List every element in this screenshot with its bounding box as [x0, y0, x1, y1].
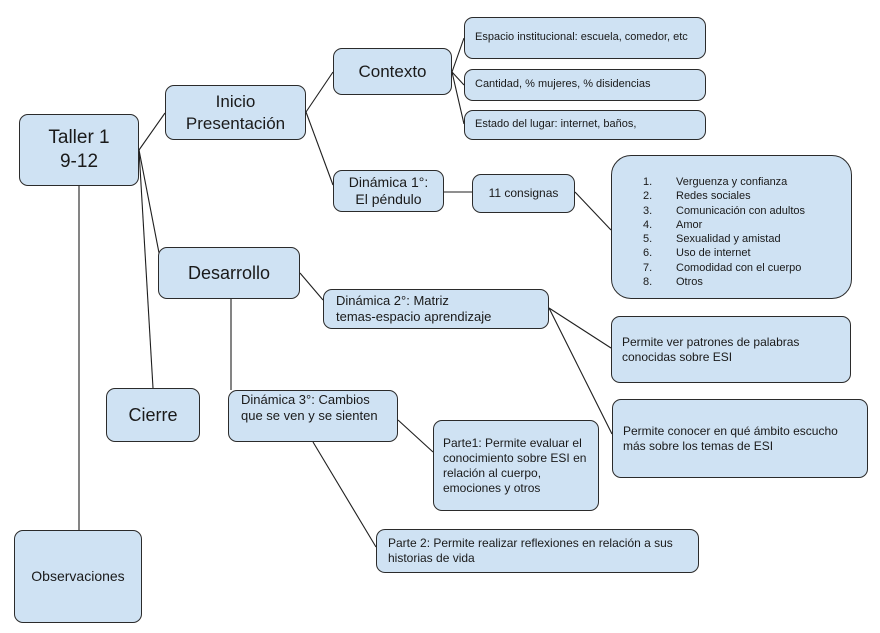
consigna-number: 2. [643, 190, 653, 203]
node-inicio[interactable]: Inicio Presentación [165, 85, 306, 140]
consigna-number: 5. [643, 233, 653, 246]
consigna-number: 8. [643, 276, 653, 289]
consigna-item: 3. Comunicación con adultos [643, 204, 851, 218]
link-consignas-list [574, 191, 612, 231]
link-dinamica2-ambito [548, 307, 613, 435]
node-contexto[interactable]: Contexto [333, 48, 452, 95]
link-taller-desarrollo [138, 149, 161, 259]
node-taller[interactable]: Taller 1 9-12 [19, 114, 139, 186]
consigna-number: 6. [643, 247, 653, 260]
node-parte-2-label: Parte 2: Permite realizar reflexiones en… [388, 536, 673, 565]
consigna-number: 1. [643, 176, 653, 188]
consigna-text: Otros [676, 276, 703, 289]
node-11-consignas[interactable]: 11 consignas [472, 174, 575, 213]
consigna-text: Comodidad con el cuerpo [676, 261, 802, 274]
consigna-item: 8. Otros [643, 275, 851, 289]
consigna-number: 4. [643, 218, 653, 231]
link-dinamica2-patrones [548, 307, 612, 349]
node-espacio-institucional[interactable]: Espacio institucional: escuela, comedor,… [464, 17, 706, 59]
node-dinamica-1[interactable]: Dinámica 1°: El péndulo [333, 170, 444, 212]
consigna-item: 1. Verguenza y confianza [643, 175, 851, 189]
consigna-number: 3. [643, 204, 653, 217]
link-taller-inicio [138, 112, 166, 151]
consigna-item: 4. Amor [643, 218, 851, 232]
consigna-text: Comunicación con adultos [676, 204, 806, 217]
node-ambito-esi[interactable]: Permite conocer en qué ámbito escucho má… [612, 399, 868, 478]
consigna-text: Sexualidad y amistad [676, 233, 781, 246]
node-dinamica-2[interactable]: Dinámica 2°: Matriz temas-espacio aprend… [323, 289, 549, 329]
consigna-item: 5. Sexualidad y amistad [643, 232, 851, 246]
node-dinamica-2-label: Dinámica 2°: Matriz temas-espacio aprend… [336, 292, 492, 324]
node-parte-1[interactable]: Parte1: Permite evaluar el conocimiento … [433, 420, 599, 511]
node-estado-lugar[interactable]: Estado del lugar: internet, baños, [464, 110, 706, 140]
node-observaciones-label: Observaciones [31, 567, 125, 584]
node-observaciones[interactable]: Observaciones [14, 530, 142, 623]
node-cantidad-label: Cantidad, % mujeres, % disidencias [475, 78, 651, 91]
node-ambito-esi-label: Permite conocer en qué ámbito escucho má… [623, 423, 838, 453]
node-cantidad[interactable]: Cantidad, % mujeres, % disidencias [464, 69, 706, 101]
node-dinamica-3-label: Dinámica 3°: Cambios que se ven y se sie… [241, 392, 378, 423]
node-desarrollo-label: Desarrollo [187, 262, 271, 283]
consigna-text: Verguenza y confianza [676, 176, 788, 188]
node-cierre-label: Cierre [128, 404, 178, 425]
node-11-consignas-label: 11 consignas [488, 186, 559, 200]
link-dinamica3-parte1 [397, 419, 434, 453]
node-dinamica-1-label: Dinámica 1°: El péndulo [348, 173, 429, 208]
node-contexto-label: Contexto [358, 61, 427, 81]
node-patrones-palabras-label: Permite ver patrones de palabras conocid… [622, 334, 800, 364]
link-desarrollo-dinamica2 [299, 272, 324, 301]
node-estado-lugar-label: Estado del lugar: internet, baños, [475, 118, 637, 131]
link-inicio-dinamica1 [305, 111, 334, 186]
consigna-text: Uso de internet [676, 247, 751, 260]
consigna-item: 7. Comodidad con el cuerpo [643, 261, 851, 275]
link-inicio-contexto [305, 71, 334, 113]
consigna-item: 2. Redes sociales [643, 189, 851, 203]
node-patrones-palabras[interactable]: Permite ver patrones de palabras conocid… [611, 316, 851, 383]
consigna-text: Redes sociales [676, 190, 751, 203]
consigna-text: Amor [676, 218, 703, 231]
node-espacio-institucional-label: Espacio institucional: escuela, comedor,… [475, 31, 688, 44]
consigna-number: 7. [643, 261, 653, 274]
node-parte-1-label: Parte1: Permite evaluar el conocimiento … [443, 435, 587, 495]
consigna-item: 6. Uso de internet [643, 246, 851, 260]
link-contexto-espacio [451, 37, 465, 73]
node-dinamica-3[interactable]: Dinámica 3°: Cambios que se ven y se sie… [228, 390, 398, 442]
node-desarrollo[interactable]: Desarrollo [158, 247, 300, 299]
link-dinamica3-parte2 [312, 441, 377, 548]
link-contexto-cantidad [451, 71, 465, 86]
node-inicio-label: Inicio Presentación [185, 92, 286, 133]
link-taller-cierre [138, 149, 154, 389]
node-cierre[interactable]: Cierre [106, 388, 200, 442]
link-contexto-estado [451, 71, 465, 125]
node-taller-label: Taller 1 9-12 [48, 127, 110, 172]
node-parte-2[interactable]: Parte 2: Permite realizar reflexiones en… [376, 529, 699, 573]
